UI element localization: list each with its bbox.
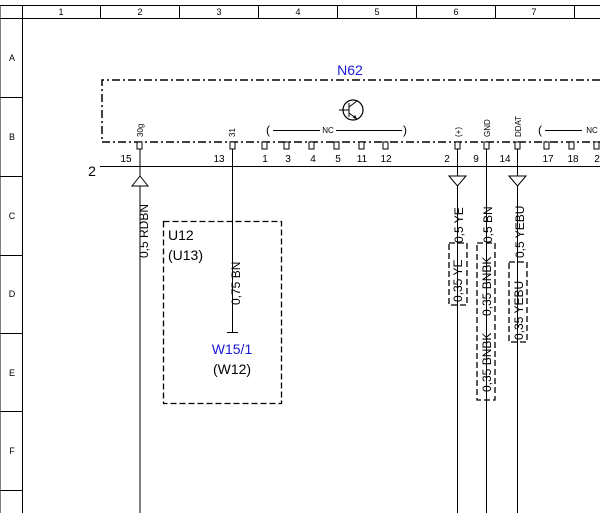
column-label: 1	[58, 7, 63, 17]
pin-number: 18	[567, 154, 579, 165]
transistor-icon	[339, 99, 364, 121]
wire-label-rdbn: 0,5 RDBN	[137, 204, 151, 258]
row-label: F	[9, 446, 15, 456]
wire-label-bnbk: 0,35 BNBK	[480, 257, 494, 316]
column-label: 5	[374, 7, 379, 17]
pin-number: 15	[120, 154, 132, 165]
wire-label-ye-035: 0,35 YE	[451, 260, 465, 302]
nc-label: NC	[322, 126, 334, 135]
svg-text:(: (	[266, 123, 270, 137]
svg-text:(: (	[538, 123, 542, 137]
wire-ye[interactable]	[447, 149, 468, 513]
pin-label-gnd: GND	[483, 119, 492, 137]
component-n62-label[interactable]: N62	[337, 62, 363, 78]
connector-number: 2	[88, 163, 96, 179]
svg-text:): )	[403, 123, 407, 137]
column-label: 3	[216, 7, 221, 17]
nc-bracket-left: ( NC )	[266, 123, 407, 137]
pin-number: 1	[262, 154, 268, 165]
pin-number: 12	[380, 154, 392, 165]
row-label: A	[9, 53, 15, 63]
pin-number: 14	[499, 154, 511, 165]
column-label: 6	[453, 7, 458, 17]
pin-number: 11	[357, 154, 368, 165]
column-label: 7	[531, 7, 536, 17]
pin-number: 2	[444, 154, 450, 165]
wire-rdbn[interactable]	[130, 149, 150, 513]
wire-label-bnbk-2: 0,35 BNBK	[480, 333, 494, 392]
wire-bn-ground[interactable]	[227, 149, 238, 333]
pin-label-plus: (+)	[454, 127, 463, 137]
u12-alt-label: (U13)	[168, 247, 203, 263]
column-label: 4	[295, 7, 300, 17]
pin-number: 17	[542, 154, 554, 165]
u12-box	[162, 220, 283, 405]
row-label: E	[9, 368, 15, 378]
pin-number: 4	[310, 154, 316, 165]
pin-number: 2	[594, 154, 600, 165]
wire-segment-yebu-box	[508, 261, 528, 343]
wire-label-bn-gnd: 0,5 BN	[481, 206, 495, 243]
pin-number: 5	[335, 154, 341, 165]
ground-point-label[interactable]: W15/1	[212, 341, 253, 357]
pin-label-31: 31	[228, 128, 237, 137]
ground-point-alt-label: (W12)	[213, 361, 251, 377]
pin-terminals	[136, 141, 600, 150]
row-label: B	[9, 132, 15, 142]
nc-label: NC	[586, 126, 598, 135]
wire-segment-ye-box	[448, 242, 468, 306]
frame-border	[0, 5, 600, 513]
row-label: D	[9, 289, 16, 299]
pin-number: 9	[473, 154, 479, 165]
wire-label-ye: 0,5 YE	[452, 207, 466, 243]
pin-label-ddat: DDAT	[514, 116, 523, 137]
wire-segment-bnbk-box	[476, 242, 496, 401]
component-n62-outline	[101, 79, 600, 143]
nc-bracket-right: ( NC	[538, 123, 598, 137]
column-label: 2	[137, 7, 142, 17]
row-label: C	[9, 211, 16, 221]
wire-label-yebu-035: 0,35 YEBU	[512, 281, 526, 340]
wire-label-bn: 0,75 BN	[229, 262, 243, 305]
u12-label[interactable]: U12	[168, 227, 194, 243]
pin-number: 3	[285, 154, 291, 165]
wire-label-yebu: 0,5 YEBU	[513, 206, 527, 258]
pin-number: 13	[213, 154, 225, 165]
pin-label-30g: 30g	[136, 124, 145, 137]
wire-yebu[interactable]	[507, 149, 528, 513]
